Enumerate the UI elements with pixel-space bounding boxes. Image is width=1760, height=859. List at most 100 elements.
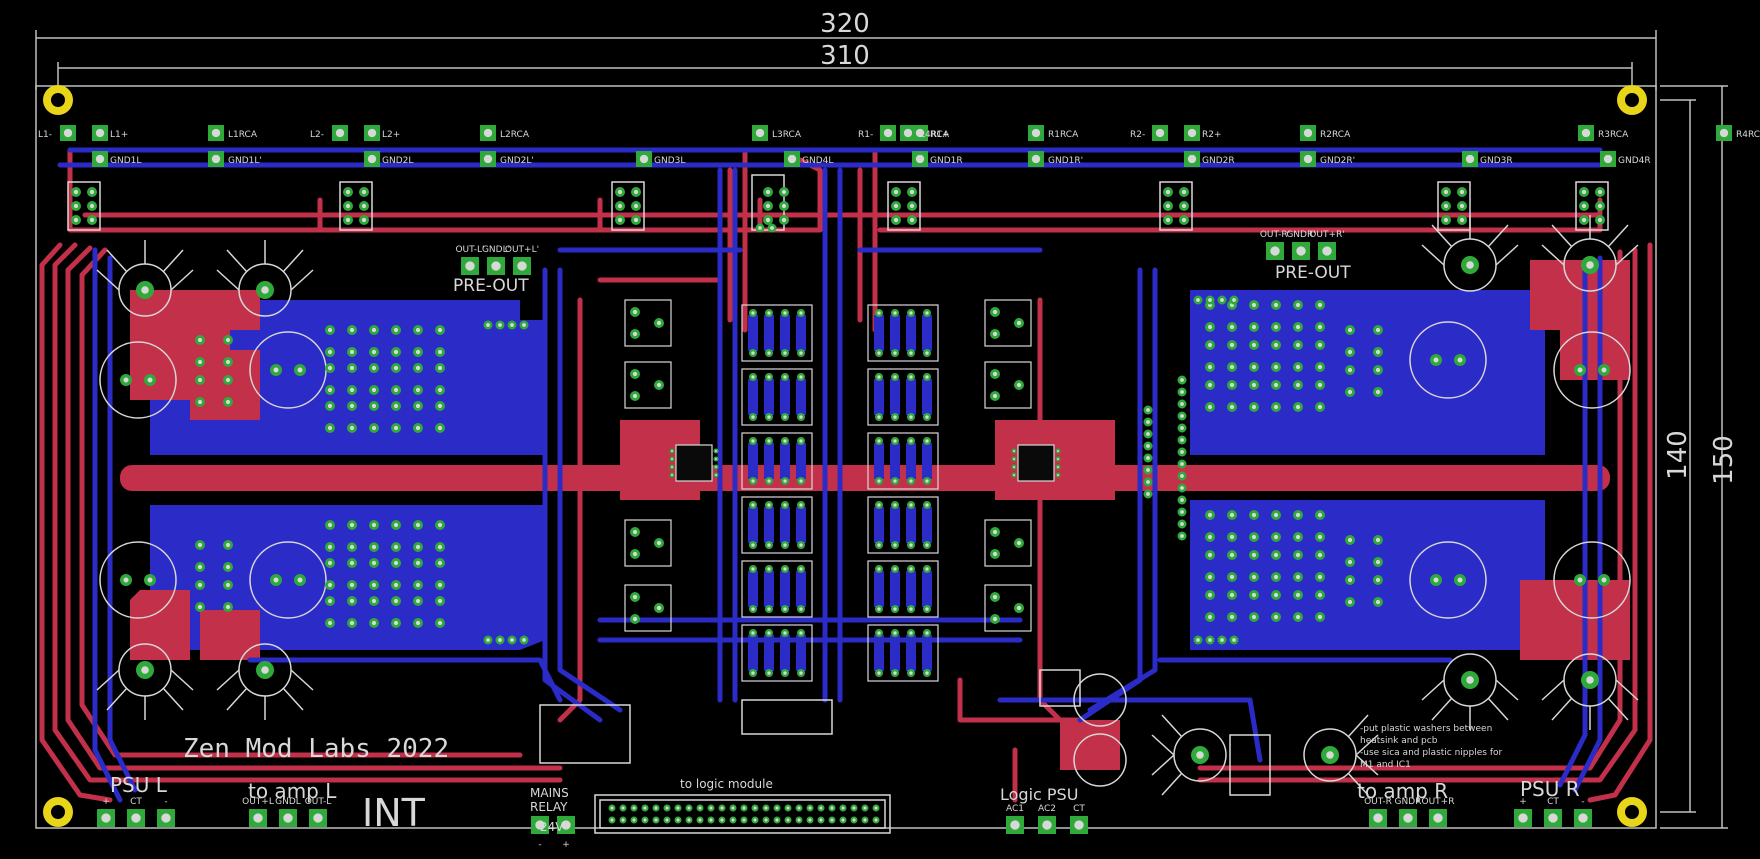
pad <box>369 596 379 606</box>
pad <box>891 605 899 613</box>
pad <box>332 125 348 141</box>
pad <box>519 320 529 330</box>
pad <box>749 309 757 317</box>
pad <box>1315 300 1325 310</box>
pad <box>195 562 205 572</box>
pad <box>1055 472 1061 478</box>
pad <box>806 804 814 812</box>
input-label-rca: L2RCA <box>500 130 530 140</box>
pad <box>1600 151 1616 167</box>
pad <box>195 580 205 590</box>
pad <box>1457 187 1467 197</box>
pad <box>781 349 789 357</box>
pad <box>875 349 883 357</box>
pad <box>347 363 357 373</box>
pad <box>755 223 765 233</box>
dim-150: 150 <box>1709 435 1739 485</box>
electrolytic-capacitors <box>99 321 1631 787</box>
pad <box>1249 572 1259 582</box>
pad <box>907 565 915 573</box>
pad <box>325 542 335 552</box>
pad <box>663 804 671 812</box>
pad <box>630 527 640 537</box>
int-label: INT <box>362 791 426 835</box>
pad <box>435 618 445 628</box>
pad <box>674 804 682 812</box>
pad <box>1055 464 1061 470</box>
pad <box>513 257 531 275</box>
pad <box>1011 448 1017 454</box>
pad <box>1373 575 1383 585</box>
dimension-annotations <box>35 30 1728 829</box>
connector-pin-label: GNDR' <box>1286 230 1315 240</box>
pad <box>781 541 789 549</box>
pad <box>364 125 380 141</box>
pad <box>749 629 757 637</box>
pad <box>923 413 931 421</box>
pad <box>923 501 931 509</box>
mount-hole <box>1617 85 1647 115</box>
pad <box>1227 590 1237 600</box>
pad <box>875 629 883 637</box>
pad <box>765 629 773 637</box>
pad <box>195 375 205 385</box>
pad <box>749 501 757 509</box>
pad <box>1177 387 1187 397</box>
pad <box>795 816 803 824</box>
pad <box>907 215 917 225</box>
pad <box>1249 612 1259 622</box>
note-line: -put plastic washers between <box>1360 724 1492 734</box>
pad <box>685 804 693 812</box>
pad <box>875 501 883 509</box>
pad <box>1249 380 1259 390</box>
pad <box>631 201 641 211</box>
connector-pin-label: + <box>562 840 570 850</box>
pad <box>875 477 883 485</box>
pad <box>347 580 357 590</box>
pad <box>325 347 335 357</box>
input-label-gnd-alt: GND2L' <box>500 156 534 166</box>
pad <box>631 215 641 225</box>
pad <box>1292 242 1310 260</box>
pad <box>990 307 1000 317</box>
pad <box>713 472 719 478</box>
connector-pin-label: OUT-R' <box>1260 230 1290 240</box>
pad <box>391 520 401 530</box>
pad <box>1373 347 1383 357</box>
pad <box>1227 322 1237 332</box>
pad <box>762 804 770 812</box>
pad <box>1574 574 1586 586</box>
connector-pin-label: - <box>1581 797 1584 807</box>
pad <box>480 151 496 167</box>
pad <box>1193 295 1203 305</box>
ladder-block <box>867 304 939 362</box>
pad <box>325 618 335 628</box>
ladder-block <box>867 560 939 618</box>
pad <box>630 307 640 317</box>
connector-pin-label: OUT+L <box>242 797 274 807</box>
connector-pin-label: GNDL <box>275 797 301 807</box>
pad <box>907 629 915 637</box>
pad <box>347 558 357 568</box>
pad <box>696 816 704 824</box>
trimmer-pot <box>984 299 1032 347</box>
pad <box>1177 411 1187 421</box>
pad <box>1369 809 1387 827</box>
pad <box>325 558 335 568</box>
pad <box>480 125 496 141</box>
pad <box>749 437 757 445</box>
pad <box>1315 402 1325 412</box>
pad <box>907 605 915 613</box>
input-label-rca: R4RCA <box>1736 130 1760 140</box>
pre-out-left-label: PRE-OUT <box>453 276 529 296</box>
pad <box>1014 318 1024 328</box>
connector-pin-label: OUT+R' <box>1309 230 1344 240</box>
ladder-block <box>741 304 813 362</box>
top-copper-pours <box>120 260 1630 770</box>
connector-pin-label: GNDR <box>1395 797 1422 807</box>
pad <box>87 201 97 211</box>
pad <box>1227 362 1237 372</box>
pad <box>483 635 493 645</box>
pad <box>435 542 445 552</box>
pad <box>652 816 660 824</box>
